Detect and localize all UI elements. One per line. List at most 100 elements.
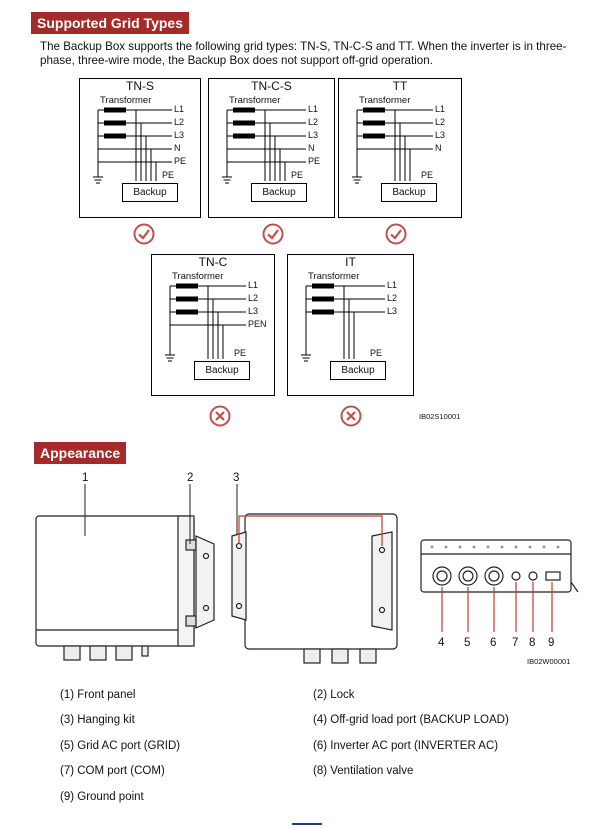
diagram-title: IT: [345, 255, 356, 269]
conductor-label: PE: [308, 156, 321, 166]
transformer-label: Transformer: [100, 95, 152, 106]
pe-label: PE: [421, 170, 434, 180]
check-icon: [133, 223, 155, 245]
transformer-winding: [176, 296, 198, 302]
diagram-title: TN-C-S: [251, 79, 292, 93]
transformer-winding: [176, 283, 198, 289]
callout-8: 8: [529, 637, 536, 649]
transformer-winding: [233, 107, 255, 113]
backup-box-port-view: [420, 539, 579, 593]
callout-6: 6: [490, 637, 497, 649]
transformer-winding: [176, 309, 198, 315]
diagram-title: TN-S: [126, 79, 154, 93]
legend-item: (5) Grid AC port (GRID): [60, 740, 181, 752]
section-heading-appearance: Appearance: [34, 442, 127, 464]
transformer-winding: [312, 283, 334, 289]
conductor-label: L1: [435, 104, 446, 114]
callout-5: 5: [464, 637, 471, 649]
transformer-label: Transformer: [359, 95, 411, 106]
conductor-label: L3: [248, 306, 259, 316]
transformer-winding: [363, 120, 385, 126]
transformer-label: Transformer: [308, 271, 360, 282]
transformer-winding: [104, 133, 126, 139]
conductor-label: PEN: [248, 319, 267, 329]
legend-item: (7) COM port (COM): [60, 765, 165, 777]
pe-label: PE: [162, 170, 175, 180]
callout-2: 2: [187, 472, 194, 484]
backup-box: Backup: [330, 361, 386, 380]
transformer-winding: [363, 107, 385, 113]
conductor-label: N: [435, 143, 442, 153]
diagram-title: TN-C: [198, 255, 228, 269]
transformer-winding: [312, 296, 334, 302]
transformer-label: Transformer: [229, 95, 281, 106]
conductor-label: L1: [174, 104, 185, 114]
backup-box: Backup: [122, 183, 178, 202]
wiring-diagram: [165, 283, 246, 362]
conductor-label: L3: [308, 130, 319, 140]
backup-box: Backup: [194, 361, 250, 380]
section-heading-grid-types: Supported Grid Types: [31, 12, 189, 34]
transformer-label: Transformer: [172, 271, 224, 282]
conductor-label: L2: [435, 117, 446, 127]
conductor-label: L2: [174, 117, 185, 127]
wiring-diagram: [222, 107, 306, 184]
backup-box: Backup: [381, 183, 437, 202]
backup-box: Backup: [251, 183, 307, 202]
conductor-label: L2: [248, 293, 259, 303]
check-icon: [262, 223, 284, 245]
conductor-label: L1: [248, 280, 259, 290]
callout-1: 1: [82, 472, 89, 484]
transformer-winding: [104, 107, 126, 113]
supported-check-icon: [385, 223, 407, 245]
supported-check-icon: [262, 223, 284, 245]
conductor-label: L1: [387, 280, 398, 290]
legend-item: (6) Inverter AC port (INVERTER AC): [313, 740, 499, 752]
conductor-label: L2: [308, 117, 319, 127]
conductor-label: PE: [174, 156, 187, 166]
transformer-winding: [233, 120, 255, 126]
legend-item: (8) Ventilation valve: [313, 765, 414, 777]
conductor-label: L3: [174, 130, 185, 140]
callout-3: 3: [233, 472, 240, 484]
pe-label: PE: [291, 170, 304, 180]
conductor-label: L2: [387, 293, 398, 303]
legend-item: (1) Front panel: [60, 689, 136, 701]
figure-code-appearance: IB02W00001: [527, 657, 571, 666]
wiring-diagram: [301, 283, 385, 362]
supported-check-icon: [133, 223, 155, 245]
footer-rule: [292, 823, 322, 825]
backup-box-rear-view: [231, 513, 398, 664]
callout-7: 7: [512, 637, 519, 649]
wiring-diagram: [352, 107, 433, 184]
callout-4: 4: [438, 637, 445, 649]
conductor-label: L3: [387, 306, 398, 316]
appearance-illustration: [35, 484, 579, 664]
legend-item: (3) Hanging kit: [60, 714, 135, 726]
cross-icon: [340, 405, 362, 427]
conductor-label: N: [308, 143, 315, 153]
intro-paragraph: The Backup Box supports the following gr…: [40, 40, 567, 67]
cross-icon: [209, 405, 231, 427]
not-supported-cross-icon: [209, 405, 231, 427]
conductor-label: L3: [435, 130, 446, 140]
conductor-label: N: [174, 143, 181, 153]
wiring-diagram: [93, 107, 172, 184]
transformer-winding: [312, 309, 334, 315]
callout-9: 9: [548, 637, 555, 649]
legend-item: (4) Off-grid load port (BACKUP LOAD): [313, 714, 509, 726]
legend-item: (2) Lock: [313, 689, 355, 701]
legend-item: (9) Ground point: [60, 791, 144, 803]
transformer-winding: [233, 133, 255, 139]
diagram-title: TT: [392, 79, 408, 93]
conductor-label: L1: [308, 104, 319, 114]
check-icon: [385, 223, 407, 245]
transformer-winding: [363, 133, 385, 139]
figure-code-grid: IB02S10001: [419, 412, 461, 421]
pe-label: PE: [370, 348, 383, 358]
